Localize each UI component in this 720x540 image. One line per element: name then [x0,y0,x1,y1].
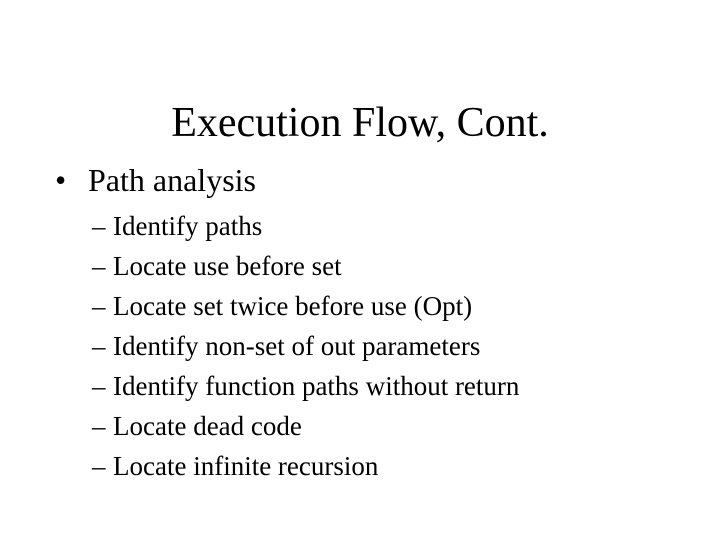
bullet-dash-icon: – [92,211,106,241]
bullet-dash-icon: – [92,291,106,321]
list-item: – Locate set twice before use (Opt) [0,286,720,326]
list-item-label: Locate set twice before use (Opt) [113,291,473,321]
bullet-dash-icon: – [92,411,106,441]
sub-bullet-list: – Identify paths – Locate use before set… [0,206,720,486]
list-item-label: Identify paths [113,211,263,241]
list-item: – Identify paths [0,206,720,246]
list-item-label: Identify non-set of out parameters [113,331,481,361]
list-item-label: Identify function paths without return [113,371,520,401]
page-title: Execution Flow, Cont. [171,100,549,147]
list-item: • Path analysis [0,160,720,200]
list-item-label: Locate infinite recursion [113,451,379,481]
list-item-label: Locate use before set [113,251,342,281]
list-item: – Locate dead code [0,406,720,446]
list-item-label: Path analysis [88,162,256,198]
bullet-dash-icon: – [92,331,106,361]
bullet-dash-icon: – [92,371,106,401]
bullet-dash-icon: – [92,451,106,481]
list-item: – Locate use before set [0,246,720,286]
bullet-dash-icon: – [92,251,106,281]
slide-body: • Path analysis – Identify paths – Locat… [0,160,720,486]
list-item-label: Locate dead code [113,411,302,441]
list-item: – Identify function paths without return [0,366,720,406]
bullet-dot-icon: • [55,162,67,198]
list-item: – Identify non-set of out parameters [0,326,720,366]
list-item: – Locate infinite recursion [0,446,720,486]
